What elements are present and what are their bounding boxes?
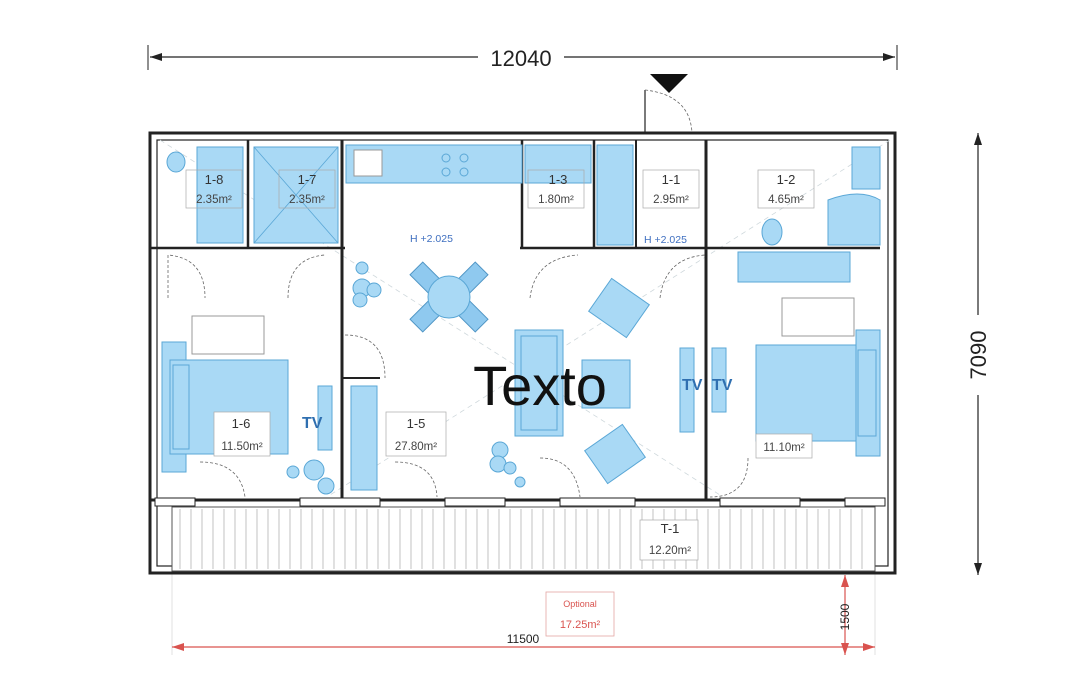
- right-dimension: 7090: [962, 133, 996, 575]
- room-1-6: 1-6 11.50m²: [213, 411, 271, 457]
- entry-door: [644, 89, 693, 134]
- room-1-5: 1-5 27.80m²: [385, 411, 447, 457]
- room-1-3: 1-3 1.80m²: [527, 169, 585, 209]
- overlay-text: Texto: [473, 354, 607, 417]
- tv-label-bedroom: TV: [302, 415, 323, 432]
- total-width-label: 12040: [490, 46, 551, 71]
- room-id: 1-8: [205, 172, 224, 187]
- room-id: 1-5: [407, 416, 426, 431]
- room-id: 1-6: [232, 416, 251, 431]
- room-area: 27.80m²: [395, 441, 437, 453]
- height-marker-left: H +2.025: [410, 233, 453, 245]
- room-area: 4.65m²: [768, 194, 804, 206]
- terrace-width-dimension: 11500: [172, 632, 875, 651]
- tv-label-living: TV: [682, 377, 703, 394]
- room-id: T-1: [661, 521, 680, 536]
- room-area: 2.95m²: [653, 194, 689, 206]
- top-dimension: 12040: [147, 42, 898, 72]
- room-area: 1.80m²: [538, 194, 574, 206]
- terrace-t1: [171, 506, 876, 572]
- room-area: 12.20m²: [649, 545, 691, 557]
- room-t-1: T-1 12.20m²: [639, 519, 699, 561]
- room-area: 11.10m²: [763, 442, 805, 454]
- room-id: 1-2: [777, 172, 796, 187]
- optional-terrace-area: Optional 17.25m²: [171, 570, 876, 655]
- interior-walls: [150, 140, 886, 507]
- optional-label: Optional: [563, 599, 597, 609]
- room-bedroom-right: 11.10m²: [755, 433, 813, 459]
- room-id: 1-3: [549, 172, 568, 187]
- room-id: 1-7: [298, 172, 317, 187]
- furniture: [161, 144, 881, 495]
- tv-label-bedroom-right: TV: [712, 377, 733, 394]
- room-1-2: 1-2 4.65m²: [757, 169, 815, 209]
- doors: [167, 254, 749, 498]
- room-id: 1-1: [662, 172, 681, 187]
- height-marker-right: H +2.025: [644, 234, 687, 246]
- terrace-width-label: 11500: [507, 632, 540, 646]
- room-1-8: 1-8 2.35m²: [185, 169, 243, 209]
- room-area: 2.35m²: [196, 194, 232, 206]
- room-1-7: 1-7 2.35m²: [278, 169, 336, 209]
- room-area: 2.35m²: [289, 194, 325, 206]
- terrace-depth-dimension: 1500: [838, 575, 852, 655]
- entrance-arrow-icon: [650, 74, 688, 93]
- room-area: 11.50m²: [221, 441, 263, 453]
- total-depth-label: 7090: [966, 331, 991, 380]
- terrace-depth-label: 1500: [838, 603, 852, 630]
- room-1-1: 1-1 2.95m²: [642, 169, 700, 209]
- outer-walls: [148, 131, 897, 575]
- optional-area-label: 17.25m²: [560, 619, 601, 631]
